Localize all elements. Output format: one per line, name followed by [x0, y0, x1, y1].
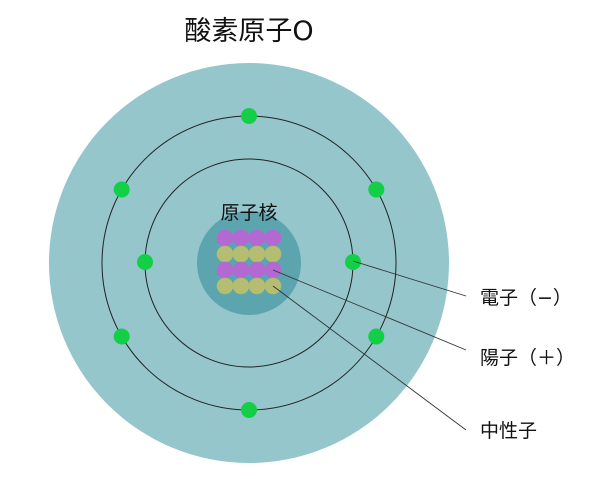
electron-label: 電子（−） — [480, 287, 572, 309]
neutron — [248, 277, 266, 295]
electron — [137, 254, 153, 270]
nucleus — [197, 211, 301, 315]
electron — [368, 328, 385, 345]
proton — [216, 261, 234, 279]
proton-label: 陽子（＋） — [480, 347, 575, 369]
proton — [232, 261, 250, 279]
title: 酸素原子O — [184, 16, 313, 47]
proton-leader-line — [272, 269, 467, 351]
neutron — [216, 277, 234, 295]
neutron — [232, 245, 250, 263]
electron — [345, 254, 361, 270]
neutron — [264, 245, 282, 263]
neutron — [216, 245, 234, 263]
electrons — [113, 108, 385, 418]
proton — [216, 229, 234, 247]
electron — [241, 108, 257, 124]
neutron — [232, 277, 250, 295]
electron — [113, 181, 130, 198]
nucleus-label: 原子核 — [220, 202, 277, 224]
neutron — [248, 245, 266, 263]
electron — [241, 402, 257, 418]
proton — [248, 229, 266, 247]
proton — [264, 229, 282, 247]
electron-leader-line — [352, 260, 467, 297]
neutron-label: 中性子 — [480, 420, 537, 442]
proton — [232, 229, 250, 247]
neutron-leader-line — [272, 285, 467, 431]
electron — [113, 328, 130, 345]
proton — [248, 261, 266, 279]
electron — [368, 181, 385, 198]
